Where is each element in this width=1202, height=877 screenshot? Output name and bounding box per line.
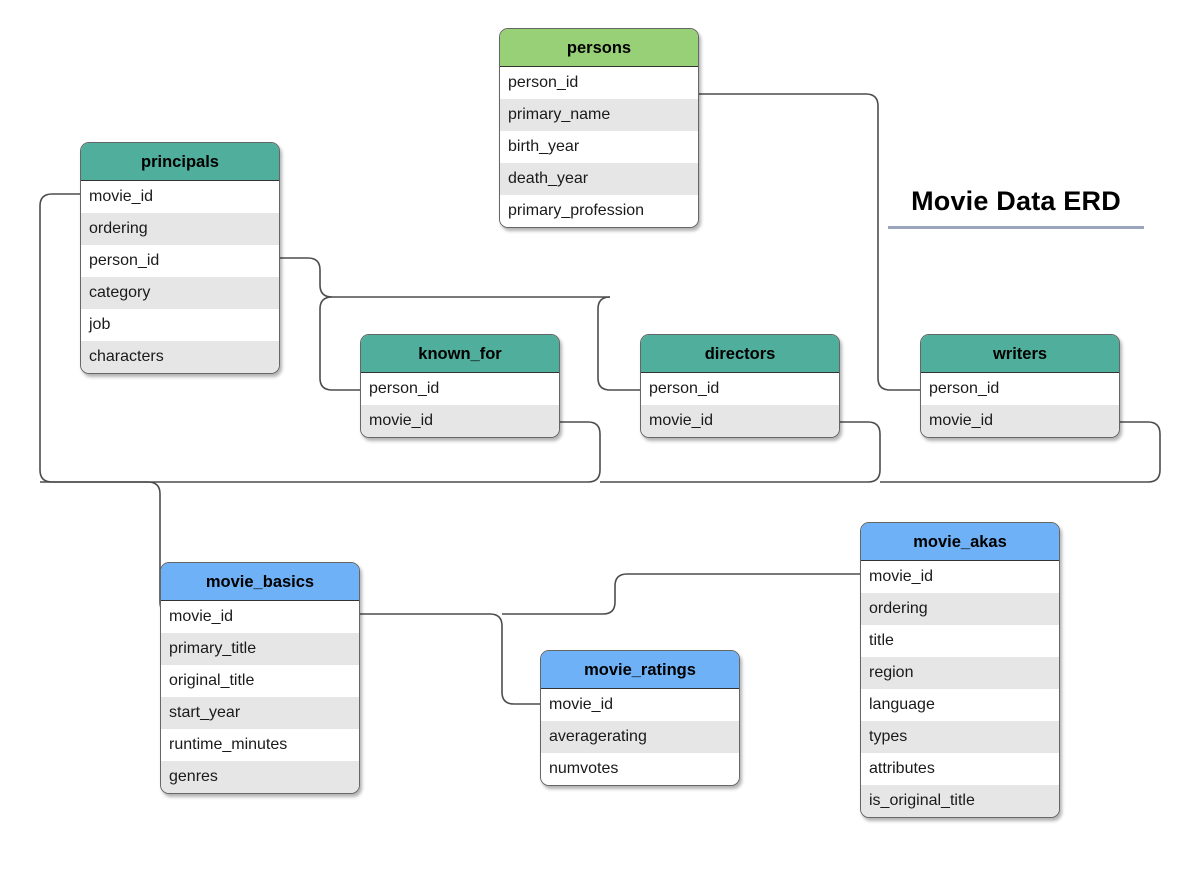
edge-moviebasics-movieakas: [502, 573, 860, 615]
entity-table-header-movie_akas: movie_akas: [861, 523, 1059, 561]
edge-directors-person-drop: [597, 296, 640, 391]
field-row[interactable]: genres: [161, 761, 359, 793]
field-row[interactable]: is_original_title: [861, 785, 1059, 817]
field-row[interactable]: person_id: [361, 373, 559, 405]
entity-table-header-known_for: known_for: [361, 335, 559, 373]
field-row[interactable]: runtime_minutes: [161, 729, 359, 761]
entity-table-header-persons: persons: [500, 29, 698, 67]
field-row[interactable]: start_year: [161, 697, 359, 729]
field-row[interactable]: numvotes: [541, 753, 739, 785]
field-row[interactable]: attributes: [861, 753, 1059, 785]
field-row[interactable]: person_id: [500, 67, 698, 99]
field-row[interactable]: person_id: [641, 373, 839, 405]
field-row[interactable]: ordering: [81, 213, 279, 245]
field-row[interactable]: death_year: [500, 163, 698, 195]
field-row[interactable]: movie_id: [541, 689, 739, 721]
title-underline: [888, 226, 1144, 229]
field-row[interactable]: movie_id: [641, 405, 839, 437]
diagram-title-block: Movie Data ERD: [888, 186, 1144, 229]
edge-principals-knownfor-directors: [280, 257, 610, 298]
field-row[interactable]: averagerating: [541, 721, 739, 753]
edge-moviebasics-movieratings: [360, 613, 540, 705]
entity-table-header-movie_basics: movie_basics: [161, 563, 359, 601]
field-row[interactable]: birth_year: [500, 131, 698, 163]
field-row[interactable]: movie_id: [921, 405, 1119, 437]
field-row[interactable]: ordering: [861, 593, 1059, 625]
field-row[interactable]: movie_id: [81, 181, 279, 213]
field-row[interactable]: movie_id: [161, 601, 359, 633]
field-row[interactable]: characters: [81, 341, 279, 373]
field-row[interactable]: primary_name: [500, 99, 698, 131]
field-row[interactable]: person_id: [921, 373, 1119, 405]
field-row[interactable]: movie_id: [861, 561, 1059, 593]
field-row[interactable]: region: [861, 657, 1059, 689]
field-row[interactable]: movie_id: [361, 405, 559, 437]
field-row[interactable]: original_title: [161, 665, 359, 697]
field-row[interactable]: job: [81, 309, 279, 341]
field-row[interactable]: category: [81, 277, 279, 309]
field-row[interactable]: types: [861, 721, 1059, 753]
field-row[interactable]: language: [861, 689, 1059, 721]
entity-table-header-movie_ratings: movie_ratings: [541, 651, 739, 689]
entity-table-header-writers: writers: [921, 335, 1119, 373]
field-row[interactable]: person_id: [81, 245, 279, 277]
entity-table-header-principals: principals: [81, 143, 279, 181]
entity-table-header-directors: directors: [641, 335, 839, 373]
field-row[interactable]: title: [861, 625, 1059, 657]
field-row[interactable]: primary_profession: [500, 195, 698, 227]
page-title: Movie Data ERD: [911, 186, 1121, 216]
edge-knownfor-person-drop: [319, 296, 360, 391]
field-row[interactable]: primary_title: [161, 633, 359, 665]
